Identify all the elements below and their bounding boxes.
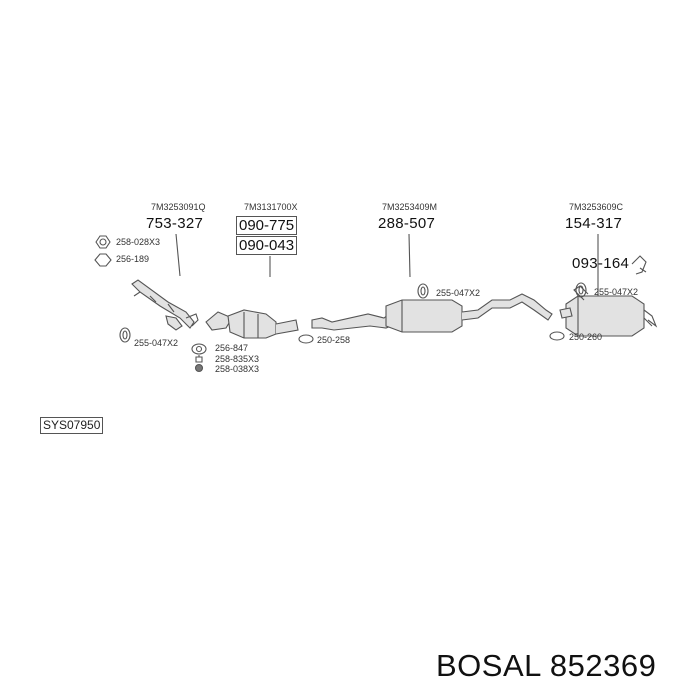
part-number-rear-silencer[interactable]: 154-317 — [565, 215, 623, 232]
brand-article-label: BOSAL 852369 — [436, 648, 656, 684]
accessory-label[interactable]: 255-047X2 — [436, 288, 481, 298]
oe-number-rear-silencer: 7M3253609C — [569, 202, 624, 212]
gasket-icon — [191, 343, 207, 355]
ring-icon — [298, 334, 314, 344]
oe-number-middle-silencer: 7M3253409M — [382, 202, 438, 212]
accessory-label[interactable]: 258-835X3 — [215, 354, 260, 364]
bracket-icon — [631, 255, 647, 275]
ring-icon — [94, 253, 112, 267]
accessory-label[interactable]: 256-847 — [215, 343, 249, 353]
part-number-middle-silencer[interactable]: 288-507 — [378, 215, 436, 232]
oe-number-downpipe: 7M3253091Q — [151, 202, 206, 212]
clamp-icon — [575, 282, 587, 298]
accessory-label[interactable]: 250-258 — [317, 335, 351, 345]
leader-middle-silencer — [408, 233, 411, 278]
rear-silencer-drawing — [559, 285, 658, 337]
accessory-label[interactable]: 258-038X3 — [215, 364, 260, 374]
catalyst-drawing — [205, 309, 299, 339]
brand-name: BOSAL — [436, 648, 541, 683]
part-number-downpipe[interactable]: 753-327 — [146, 215, 204, 232]
system-code-badge: SYS07950 — [40, 417, 104, 434]
clamp-icon — [417, 283, 429, 299]
clamp-icon — [119, 327, 131, 343]
accessory-label[interactable]: 250-260 — [569, 332, 603, 342]
downpipe-drawing — [131, 279, 199, 331]
accessory-label[interactable]: 255-047X2 — [594, 287, 639, 297]
ring-icon — [549, 331, 565, 341]
oe-number-catalyst: 7M3131700X — [244, 202, 298, 212]
nut-icon — [194, 363, 204, 373]
gasket-icon — [95, 235, 111, 249]
accessory-icons — [94, 235, 647, 373]
leader-downpipe — [175, 233, 181, 277]
part-number-catalyst[interactable]: 090-775 — [236, 216, 298, 235]
accessory-label[interactable]: 256-189 — [116, 254, 150, 264]
accessory-label[interactable]: 258-028X3 — [116, 237, 161, 247]
part-number-catalyst-alt[interactable]: 090-043 — [236, 236, 298, 255]
bolt-icon — [195, 355, 203, 363]
part-number-rear-bracket[interactable]: 093-164 — [572, 255, 630, 272]
article-number: 852369 — [549, 648, 657, 683]
middle-silencer-drawing — [311, 293, 553, 333]
accessory-label[interactable]: 255-047X2 — [134, 338, 179, 348]
